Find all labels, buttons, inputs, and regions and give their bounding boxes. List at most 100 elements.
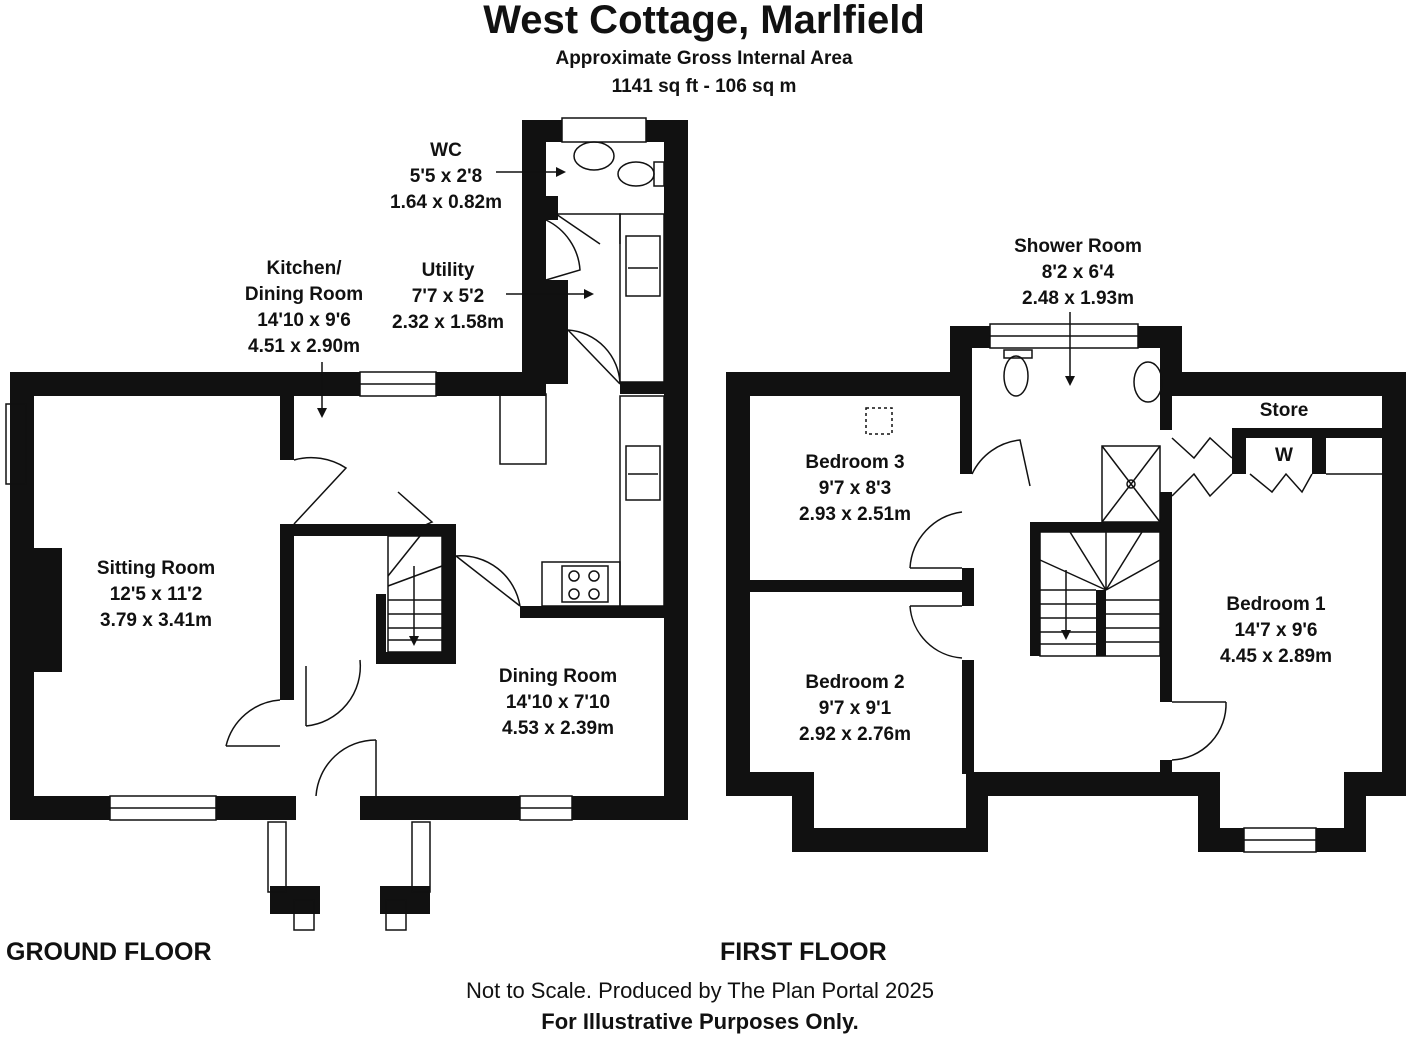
window	[385, 899, 407, 931]
window	[561, 117, 647, 143]
wall	[950, 326, 990, 348]
wall	[522, 196, 540, 220]
wall	[520, 606, 688, 618]
wall	[522, 120, 546, 396]
worktop	[619, 395, 665, 607]
wall	[962, 568, 974, 606]
room-name: Dining Room	[498, 666, 618, 687]
room-imperial: 9'7 x 8'3	[818, 478, 892, 499]
room-label-utility: Utility 7'7 x 5'2 2.32 x 1.58m	[392, 258, 504, 336]
walls	[10, 120, 1406, 914]
room-name: W	[1275, 445, 1293, 466]
room-metric: 4.53 x 2.39m	[502, 718, 614, 739]
wall	[376, 796, 520, 820]
hob	[561, 565, 609, 603]
window	[411, 821, 431, 893]
room-name: Bedroom 3	[805, 452, 905, 473]
door	[567, 329, 621, 385]
sink	[625, 445, 661, 501]
wall	[746, 580, 974, 592]
room-imperial: 14'10 x 7'10	[505, 692, 611, 713]
room-label-wardrobe: W	[1275, 443, 1293, 469]
wall	[442, 524, 456, 664]
room-imperial: 5'5 x 2'8	[409, 166, 483, 187]
room-imperial: 12'5 x 11'2	[109, 584, 203, 605]
door	[1171, 701, 1227, 761]
room-label-store: Store	[1260, 398, 1309, 424]
toilet	[1003, 355, 1029, 397]
basin	[1133, 361, 1163, 403]
window	[293, 899, 315, 931]
room-imperial: 14'10 x 9'6	[257, 310, 351, 331]
room-imperial: 7'7 x 5'2	[411, 286, 485, 307]
basin	[573, 141, 615, 171]
wall	[1232, 428, 1246, 474]
room-label-kitchen: Kitchen/ Dining Room 14'10 x 9'6 4.51 x …	[245, 256, 363, 360]
door	[909, 605, 963, 659]
wall	[10, 372, 34, 820]
room-label-dining: Dining Room 14'10 x 7'10 4.53 x 2.39m	[499, 664, 617, 742]
area-value: 1141 sq ft - 106 sq m	[611, 76, 797, 97]
room-name: Bedroom 2	[805, 672, 905, 693]
wall	[960, 394, 972, 474]
room-label-wc: WC 5'5 x 2'8 1.64 x 0.82m	[390, 138, 502, 216]
room-name: WC	[430, 140, 462, 161]
room-metric: 4.51 x 2.90m	[248, 336, 360, 357]
store-doors	[1171, 436, 1233, 460]
ground-floor-label: GROUND FLOOR	[6, 938, 212, 966]
wall	[360, 796, 376, 820]
door	[545, 219, 581, 281]
door	[455, 555, 521, 607]
wall	[1382, 372, 1406, 796]
room-imperial: 14'7 x 9'6	[1234, 620, 1318, 641]
sink	[625, 235, 661, 297]
wall	[10, 796, 110, 820]
room-label-sitting: Sitting Room 12'5 x 11'2 3.79 x 3.41m	[97, 556, 215, 634]
wall	[1198, 828, 1244, 852]
wall	[376, 594, 386, 664]
door	[293, 456, 348, 525]
worktop	[619, 213, 665, 383]
room-name: Bedroom 1	[1226, 594, 1326, 615]
wall	[1096, 590, 1106, 656]
wall	[966, 772, 1206, 796]
room-name: Shower Room	[1014, 236, 1142, 257]
room-name: Sitting Room	[96, 558, 216, 579]
wall	[1160, 394, 1172, 430]
wall	[522, 120, 562, 142]
wall	[216, 796, 286, 820]
room-metric: 1.64 x 0.82m	[390, 192, 502, 213]
room-name: Dining Room	[244, 284, 364, 305]
room-metric: 2.92 x 2.76m	[799, 724, 911, 745]
wall	[620, 382, 666, 394]
fixtures	[5, 117, 1382, 931]
room-metric: 3.79 x 3.41m	[100, 610, 212, 631]
room-label-bedroom-2: Bedroom 2 9'7 x 9'1 2.92 x 2.76m	[799, 670, 911, 748]
loft-hatch	[865, 407, 893, 435]
wall	[280, 796, 296, 820]
stairs	[387, 535, 443, 653]
wall	[1030, 522, 1040, 656]
toilet	[617, 161, 655, 187]
room-name: Store	[1259, 400, 1309, 421]
chimney-breast	[32, 548, 62, 672]
door	[971, 439, 1031, 487]
wardrobe-doors	[1249, 472, 1313, 494]
room-imperial: 8'2 x 6'4	[1041, 262, 1115, 283]
wall	[1160, 492, 1172, 702]
arrowheads	[317, 167, 1075, 646]
footer-credit: Not to Scale. Produced by The Plan Porta…	[466, 978, 934, 1003]
room-name: Kitchen/	[266, 258, 342, 279]
wall	[1030, 522, 1162, 532]
window	[5, 403, 27, 485]
room-name: Utility	[421, 260, 475, 281]
wall	[1312, 428, 1326, 474]
wall	[280, 524, 456, 536]
room-label-shower: Shower Room 8'2 x 6'4 2.48 x 1.93m	[1014, 234, 1142, 312]
room-label-bedroom-1: Bedroom 1 14'7 x 9'6 4.45 x 2.89m	[1220, 592, 1332, 670]
area-label: Approximate Gross Internal Area	[555, 48, 853, 69]
wall	[1160, 372, 1406, 396]
flue	[499, 393, 547, 465]
room-metric: 2.48 x 1.93m	[1022, 288, 1134, 309]
